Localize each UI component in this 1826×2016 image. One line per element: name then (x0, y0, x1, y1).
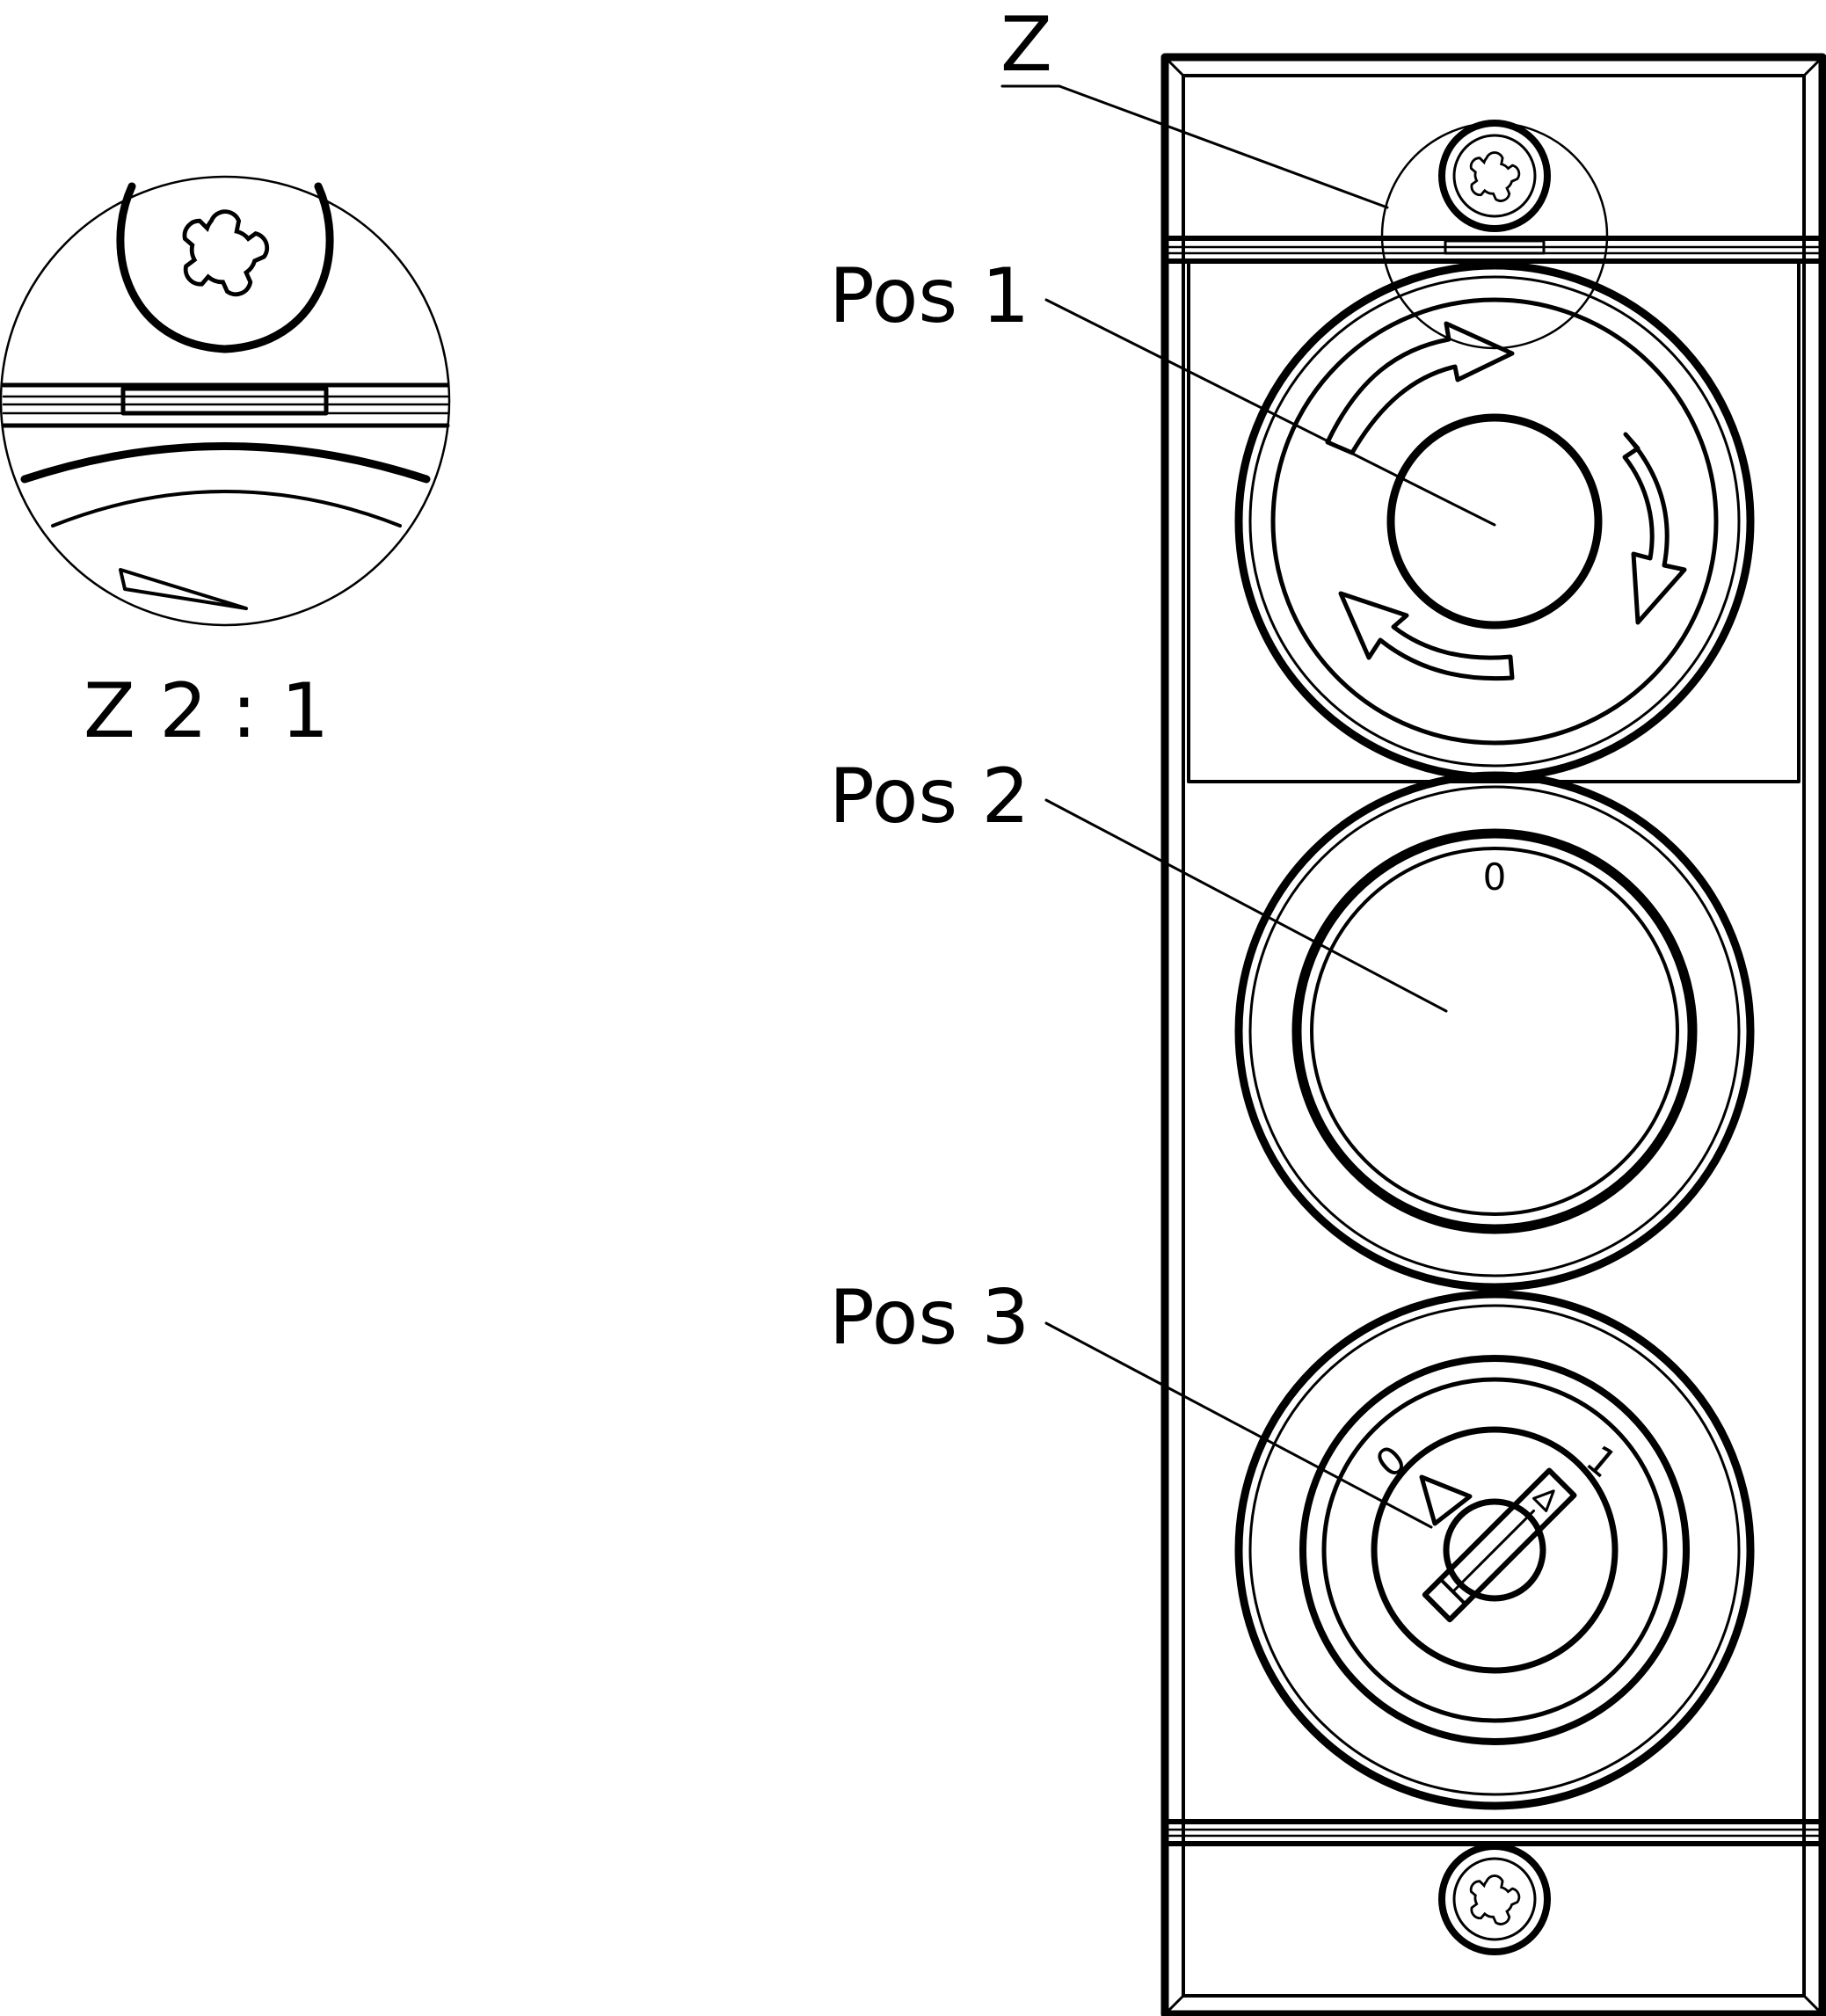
enclosure (1160, 53, 1826, 2016)
pos3-inner-ring (1248, 1304, 1741, 1796)
pos3-leader-line (1044, 1321, 1433, 1529)
bottom-screw-washer (1452, 1857, 1537, 1941)
pos1-emergency-stop (1234, 261, 1755, 782)
enclosure-corner (1168, 60, 1185, 77)
enclosure-corner (1802, 1994, 1820, 2012)
pos2-inner-ring (1248, 785, 1741, 1277)
top-cover-slot (1444, 239, 1546, 255)
pos1-inner-ring (1248, 275, 1741, 768)
detail-torx-icon (185, 212, 267, 295)
pos3-label: Pos 3 (829, 1274, 1029, 1362)
pos1-rotate-arrow-icon (1622, 432, 1687, 625)
detail-boundary-circle (0, 175, 451, 627)
top-screw-washer (1452, 134, 1537, 218)
pos1-cap-ring (1270, 297, 1719, 746)
pos2-push-button: 0 (1234, 771, 1755, 1292)
top-screw-torx-icon (1469, 151, 1521, 202)
pos3-marking-on: 1 (1577, 1437, 1625, 1487)
enclosure-corner (1802, 60, 1820, 77)
detail-marker-label: Z (1000, 1, 1052, 89)
pos2-marking: 0 (1483, 855, 1507, 899)
pos3-key-switch: 0 1 (1234, 1290, 1755, 1810)
pos3-outer-ring (1234, 1290, 1755, 1810)
detail-screw-head (116, 182, 334, 353)
pos2-outer-ring (1234, 771, 1755, 1292)
pos1-panel-frame (1187, 259, 1801, 783)
pos3-bezel-ring (1321, 1377, 1668, 1723)
detail-ring-arc (51, 490, 402, 528)
detail-ring-arc (20, 442, 431, 484)
bottom-screw-torx-icon (1469, 1874, 1521, 1925)
pos2-button-bezel (1291, 828, 1698, 1234)
pos1-label: Pos 1 (829, 252, 1029, 340)
pos3-bezel-ring (1299, 1355, 1690, 1745)
pos3-lock-cylinder (1371, 1426, 1619, 1674)
top-screw-head (1438, 120, 1551, 232)
enclosure-inner-outline (1182, 74, 1806, 1998)
bottom-screw-head (1438, 1843, 1551, 1955)
pos3-position-triangle-icon (1419, 1474, 1473, 1526)
detail-marker-leader (1058, 84, 1389, 209)
enclosure-outline (1160, 53, 1826, 2016)
detail-view-z (0, 175, 451, 627)
pos2-leader-line (1044, 798, 1448, 1013)
pos1-outer-ring (1234, 261, 1755, 782)
detail-slot (120, 386, 329, 416)
pos3-key-core (1443, 1498, 1546, 1602)
detail-caption: Z 2 : 1 (84, 667, 329, 755)
pos1-center-button (1386, 413, 1603, 630)
enclosure-corner (1168, 1994, 1185, 2012)
detail-arrow-fragment (119, 568, 248, 610)
pos1-rotate-arrow-icon (1325, 321, 1515, 455)
pos1-rotate-arrow-icon (1338, 591, 1515, 681)
pos2-label: Pos 2 (829, 753, 1029, 841)
pos3-key-icon (1422, 1467, 1577, 1623)
pos2-button-face (1310, 847, 1679, 1216)
pos1-leader-line (1044, 298, 1496, 527)
